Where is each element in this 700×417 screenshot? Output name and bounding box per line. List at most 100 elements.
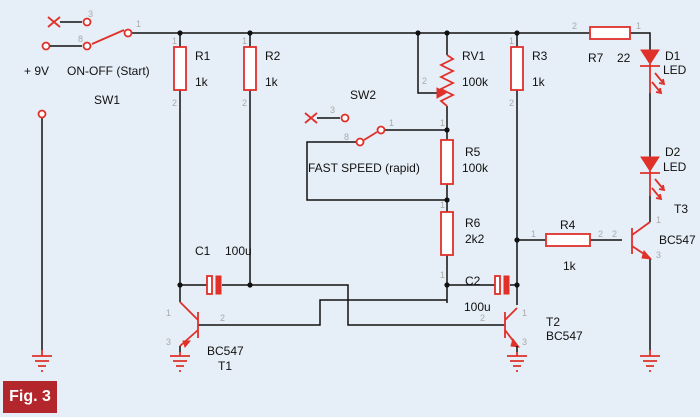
- pin-number: 3: [330, 105, 335, 115]
- pin-number: 1: [136, 19, 141, 29]
- pin-number: 2: [220, 313, 225, 323]
- pin-number: 2: [172, 98, 177, 108]
- resistor-r5: R5 100k: [440, 139, 489, 185]
- pin-number: 1: [389, 118, 394, 128]
- potentiometer-rv1: RV1 100k: [436, 49, 489, 107]
- pin-number: 3: [166, 337, 171, 347]
- sw2-ref: SW2: [350, 88, 376, 102]
- r3-ref: R3: [532, 49, 548, 63]
- c2-value: 100u: [464, 300, 491, 314]
- pin-number: 1: [656, 215, 661, 225]
- c1-plate-positive: [206, 275, 213, 295]
- c1-value: 100u: [225, 244, 252, 258]
- pin-number: 3: [656, 250, 661, 260]
- pin-number: 1: [440, 270, 445, 280]
- transistor-t3: T3 BC547: [631, 202, 696, 260]
- transistor-t2: T2 BC547: [504, 307, 583, 352]
- wire-t1-base: [198, 299, 447, 326]
- ground-icon: [32, 350, 52, 372]
- t3-emitter-arrow: [641, 249, 653, 260]
- r6-ref: R6: [465, 216, 481, 230]
- battery-terminal-negative: [37, 109, 47, 119]
- ground-icon: [640, 350, 660, 372]
- led-d1: D1 LED: [640, 49, 687, 95]
- rv1-zigzag: [438, 54, 456, 107]
- junction-dot: [247, 282, 253, 288]
- pin-number: 1: [242, 36, 247, 46]
- junction-dot: [247, 30, 253, 36]
- r2-body: [243, 46, 257, 91]
- battery-terminal-positive: [41, 41, 51, 51]
- pin-number: 1: [440, 200, 445, 210]
- wire-rv1-wiper: [417, 33, 437, 94]
- resistor-r7: R7 22: [588, 26, 631, 65]
- sw2-terminal: [340, 113, 350, 123]
- r6-value: 2k2: [465, 232, 485, 246]
- sw1-name: ON-OFF (Start): [67, 64, 150, 78]
- rv1-ref: RV1: [462, 49, 485, 63]
- junction-dot: [415, 30, 421, 36]
- c2-plate-negative: [503, 275, 510, 295]
- d1-bar: [640, 64, 660, 93]
- resistor-r2: R2 1k: [243, 46, 281, 91]
- c1-ref: C1: [195, 244, 211, 258]
- sw2-lever: [363, 131, 378, 141]
- r7-body: [589, 26, 631, 40]
- junction-dot: [444, 30, 450, 36]
- no-connect-icon: [304, 112, 318, 124]
- junction-dot: [514, 30, 520, 36]
- ground-icon: [170, 352, 190, 372]
- r7-ref: R7: [588, 51, 604, 65]
- pin-numbers: 1 2 1 2 1 2 2 1 1 1 2 1 1 2 3 2 1 3 1 2 …: [166, 21, 661, 347]
- light-emission-icon: [651, 178, 666, 201]
- wire-sw2-bypass: [306, 141, 447, 201]
- r5-ref: R5: [465, 145, 481, 159]
- wire-top-rail: [132, 32, 651, 50]
- r3-value: 1k: [532, 75, 546, 89]
- d1-value: LED: [663, 63, 687, 77]
- r4-ref: R4: [560, 218, 576, 232]
- figure-label: Fig. 3: [3, 381, 57, 413]
- resistor-r1: R1 1k: [173, 46, 211, 91]
- r7-value: 22: [617, 51, 631, 65]
- c2-ref: C2: [465, 274, 481, 288]
- junction-dot: [177, 282, 183, 288]
- pin-number: 8: [344, 132, 349, 142]
- t3-ref: T3: [674, 202, 688, 216]
- switch-sw1: + 9V ON-OFF (Start) SW1 3 8 1: [24, 9, 150, 119]
- sw1-terminal: [82, 41, 92, 51]
- pin-number: 8: [78, 34, 83, 44]
- pin-number: 2: [242, 98, 247, 108]
- ground-icon: [507, 352, 527, 372]
- resistor-r4: R4 1k: [545, 218, 591, 273]
- r4-value: 1k: [563, 259, 577, 273]
- d1-ref: D1: [665, 49, 681, 63]
- junction-dot: [514, 282, 520, 288]
- pin-number: 2: [572, 21, 577, 31]
- junction-dot: [514, 237, 520, 243]
- switch-sw2: SW2 FAST SPEED (rapid) 3 8 1: [304, 88, 420, 175]
- r1-body: [173, 46, 187, 91]
- pin-number: 1: [166, 308, 171, 318]
- pin-number: 1: [531, 229, 536, 239]
- pin-number: 3: [522, 337, 527, 347]
- pin-number: 3: [88, 9, 93, 19]
- r5-value: 100k: [462, 161, 489, 175]
- capacitor-c2: C2 100u: [464, 274, 510, 314]
- pin-number: 1: [636, 21, 641, 31]
- wire-c1: [180, 284, 505, 326]
- sw2-name: FAST SPEED (rapid): [308, 161, 420, 175]
- r4-body: [545, 233, 591, 247]
- sw2-terminal: [355, 137, 365, 147]
- rv1-wiper-arrow: [436, 87, 448, 99]
- sw2-terminal: [376, 125, 386, 135]
- pin-number: 2: [612, 229, 617, 239]
- t2-ref: T2: [546, 315, 560, 329]
- no-connect-icon: [47, 16, 61, 28]
- r3-body: [510, 46, 524, 91]
- junctions: [177, 30, 520, 288]
- sw1-terminal: [82, 17, 92, 27]
- r1-value: 1k: [195, 75, 209, 89]
- junction-dot: [444, 127, 450, 133]
